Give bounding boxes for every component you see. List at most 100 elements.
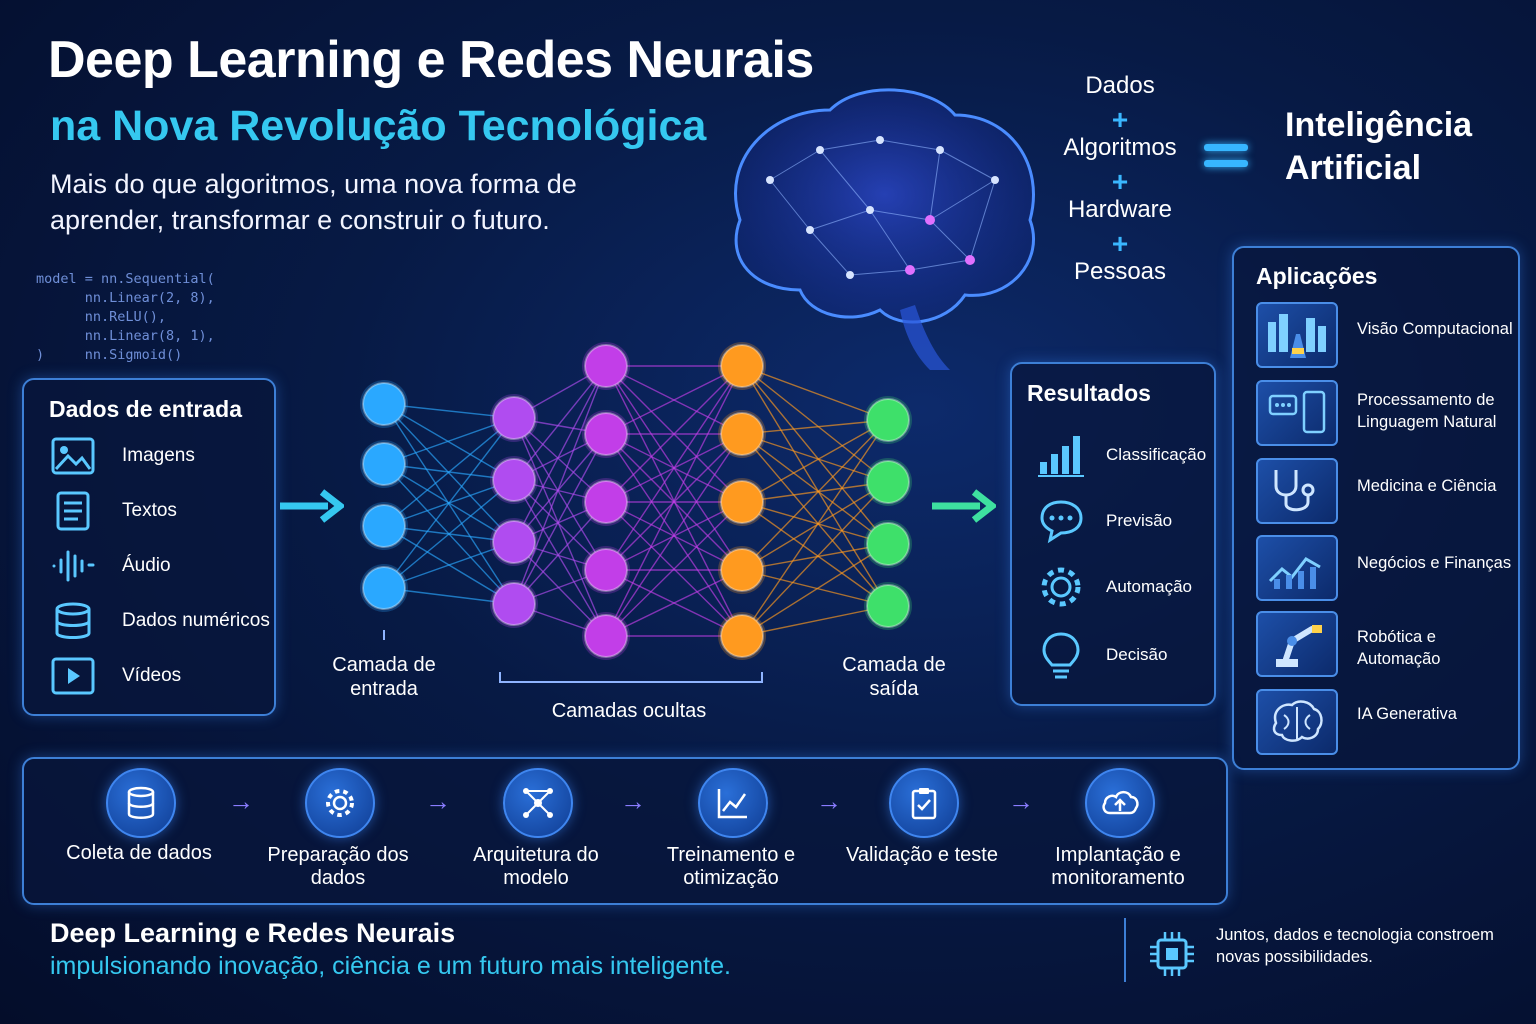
results-panel-title: Resultados: [1027, 380, 1151, 406]
network-connection: [741, 543, 889, 637]
input-item-numeric: Dados numéricos: [50, 601, 270, 641]
equation-term-hardware: Hardware: [1067, 196, 1173, 223]
equation-term-algorithms: Algoritmos: [1063, 134, 1177, 161]
chat-bubble-icon: [1040, 500, 1083, 544]
neuron-layer-3: [720, 614, 764, 658]
pipeline-panel: [22, 757, 1228, 905]
input-item-label: Áudio: [122, 555, 171, 576]
pipeline-arrow: →: [1008, 786, 1034, 816]
network-connection: [741, 433, 889, 607]
network-connection: [383, 403, 515, 481]
network-connection: [741, 433, 889, 545]
neuron-layer-1: [492, 520, 536, 564]
input-item-audio: Áudio: [50, 546, 171, 586]
network-connection: [741, 365, 889, 607]
pipeline-step-network-icon: [503, 768, 573, 838]
output-layer-label: Camada de saída: [842, 654, 946, 700]
applications-panel-title: Aplicações: [1256, 263, 1378, 289]
input-item-images: Imagens: [50, 436, 195, 476]
result-item-prediction: Previsão: [1036, 498, 1172, 544]
results-panel: Resultados Classificação Previsão Automa…: [1010, 362, 1216, 706]
pipeline-step-cloud-upload-icon: [1085, 768, 1155, 838]
stethoscope-icon: [1256, 458, 1338, 524]
robot-arm-icon: [1256, 611, 1338, 677]
pipeline-arrow: →: [816, 786, 842, 816]
result-item-label: Automação: [1106, 577, 1192, 596]
network-connection: [741, 419, 889, 637]
lightbulb-icon: [1042, 632, 1080, 679]
network-connection: [605, 569, 743, 637]
network-connection: [741, 501, 889, 545]
neuron-layer-1: [492, 458, 536, 502]
neuron-layer-0: [362, 566, 406, 610]
equation-term-data: Dados: [1085, 72, 1155, 99]
neuron-layer-2: [584, 548, 628, 592]
network-connection: [741, 569, 889, 607]
application-label: IA Generativa: [1357, 705, 1457, 723]
neuron-layer-3: [720, 344, 764, 388]
video-icon: [51, 657, 95, 695]
neuron-layer-2: [584, 412, 628, 456]
input-item-label: Vídeos: [122, 665, 182, 686]
network-connection: [741, 481, 889, 571]
network-connection: [513, 479, 607, 571]
brain-network-icon: [734, 88, 1036, 370]
network-connection: [383, 417, 515, 465]
footer-subtitle: impulsionando inovação, ciência e um fut…: [50, 952, 731, 980]
network-connection: [513, 365, 607, 605]
database-icon: [55, 602, 91, 639]
result-item-label: Classificação: [1106, 445, 1207, 464]
chat-phone-icon: [1256, 380, 1338, 446]
network-connection: [605, 365, 743, 637]
network-connection: [513, 541, 607, 637]
neuron-layer-2: [584, 344, 628, 388]
input-layer-label: Camada de entrada: [332, 654, 436, 700]
neuron-layer-0: [362, 504, 406, 548]
finance-chart-icon: [1256, 535, 1338, 601]
network-connection: [513, 365, 607, 543]
network-connection: [741, 365, 889, 421]
pipeline-step-database-icon: [106, 768, 176, 838]
neuron-layer-2: [584, 480, 628, 524]
network-connection: [741, 419, 889, 571]
network-connection: [605, 365, 743, 435]
code-snippet: model = nn.Sequential( nn.Linear(2, 8), …: [36, 271, 215, 363]
network-connection: [741, 365, 889, 483]
bar-chart-icon: [1038, 436, 1084, 477]
neuron-layer-3: [720, 480, 764, 524]
network-connection: [513, 417, 607, 571]
input-data-panel: Dados de entrada Imagens Textos Áudio Da…: [22, 378, 276, 716]
equation-term-people: Pessoas: [1073, 258, 1167, 285]
tagline: Mais do que algoritmos, uma nova forma d…: [50, 169, 577, 235]
network-connection: [741, 501, 889, 607]
network-connection: [513, 433, 607, 605]
page-title: Deep Learning e Redes Neurais: [48, 31, 814, 89]
input-item-videos: Vídeos: [50, 656, 181, 696]
application-label: Negócios e Finanças: [1357, 554, 1512, 572]
application-label: Processamento de Linguagem Natural: [1357, 391, 1497, 431]
pipeline-step-label: Preparação dos dados: [267, 844, 409, 889]
city-street-icon: [1256, 302, 1338, 368]
result-item-decision: Decisão: [1036, 630, 1167, 680]
arrow-right-icon: [932, 489, 996, 523]
neuron-layer-4: [866, 522, 910, 566]
footer-title: Deep Learning e Redes Neurais: [50, 918, 456, 948]
network-connection: [383, 403, 515, 419]
audio-wave-icon: [52, 550, 95, 582]
network-connection: [383, 403, 515, 543]
neuron-layer-4: [866, 584, 910, 628]
pipeline-step-gear-icon: [305, 768, 375, 838]
network-connection: [383, 417, 515, 589]
plus-sign: +: [1111, 228, 1129, 259]
pipeline-step-label: Implantação e monitoramento: [1051, 844, 1185, 889]
network-connection: [513, 433, 607, 543]
neuron-layer-3: [720, 548, 764, 592]
network-connection: [741, 419, 889, 435]
neuron-layer-3: [720, 412, 764, 456]
neuron-layer-4: [866, 398, 910, 442]
pipeline-step-clipboard-check-icon: [889, 768, 959, 838]
neuron-layer-1: [492, 396, 536, 440]
application-label: Robótica e Automação: [1357, 628, 1441, 668]
pipeline-step-line-chart-icon: [698, 768, 768, 838]
pipeline-step-label: Treinamento e otimização: [666, 844, 796, 889]
